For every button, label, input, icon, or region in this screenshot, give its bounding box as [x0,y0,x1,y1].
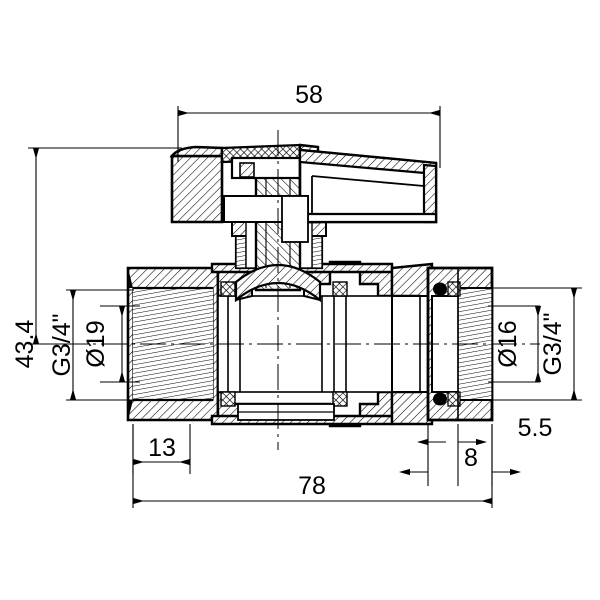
dim-label-dia19: Ø19 [82,320,110,367]
dim-label-13: 13 [148,434,176,462]
o-ring-seal-bottom [433,392,447,406]
dimension-8 [399,424,521,486]
dim-label-78: 78 [298,472,326,500]
dim-label-dia16: Ø16 [494,320,522,367]
dimension-58 [177,106,441,168]
dim-label-58: 58 [295,81,323,109]
dim-label-g34-left: G3/4" [48,313,76,376]
dimension-labels: 58 43.4 G3/4" Ø19 Ø16 G3/4" 13 78 8 5.5 [11,81,567,500]
o-ring-seal-top [433,282,447,296]
dim-label-g34-right: G3/4" [539,312,567,375]
dim-label-5-5: 5.5 [518,414,553,442]
dimension-g34-right [488,287,582,401]
dimension-dia19 [100,305,140,383]
valve-assembly [62,130,540,450]
dimension-g34-left [66,289,134,401]
lever-handle [169,143,438,243]
dimension-annotations [28,106,582,508]
dim-label-43-4: 43.4 [11,320,39,369]
dim-label-8: 8 [464,444,478,472]
dimension-dia16 [488,305,542,383]
